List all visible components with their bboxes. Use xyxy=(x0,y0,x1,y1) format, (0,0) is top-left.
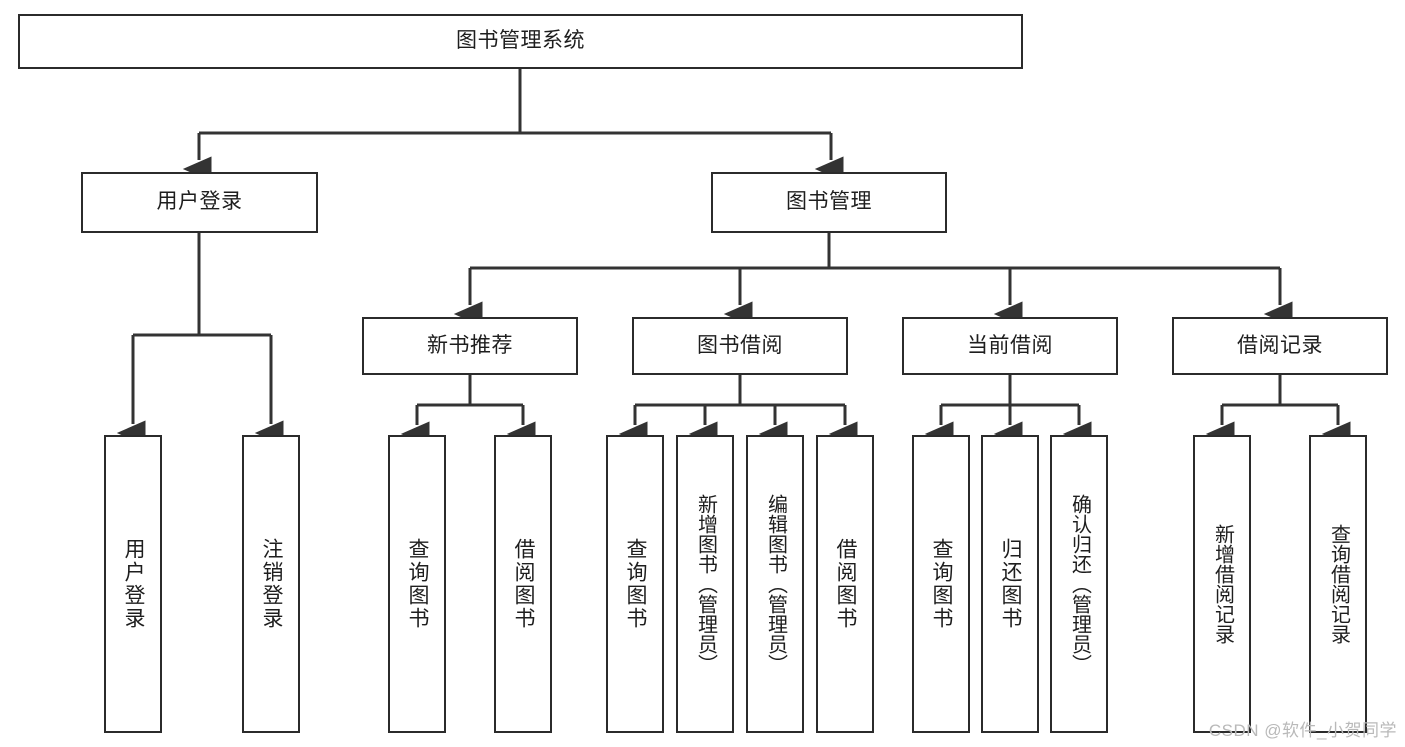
node-leaf-add-record-label: 新增借阅记录 xyxy=(1211,524,1234,644)
node-book-manage-label: 图书管理 xyxy=(786,190,872,214)
node-book-manage[interactable]: 图书管理 xyxy=(711,172,947,233)
node-leaf-query-book-2[interactable]: 查询图书 xyxy=(606,435,664,733)
node-leaf-logout[interactable]: 注销登录 xyxy=(242,435,300,733)
node-leaf-add-record[interactable]: 新增借阅记录 xyxy=(1193,435,1251,733)
node-leaf-borrow-book-1-label: 借阅图书 xyxy=(512,538,536,630)
node-new-book-recommend-label: 新书推荐 xyxy=(427,333,513,357)
node-leaf-confirm-return-label: 确认归还（管理员） xyxy=(1068,494,1091,674)
node-borrow-record-label: 借阅记录 xyxy=(1237,333,1323,357)
node-leaf-confirm-return[interactable]: 确认归还（管理员） xyxy=(1050,435,1108,733)
node-leaf-add-book-label: 新增图书（管理员） xyxy=(694,494,717,674)
node-leaf-add-book[interactable]: 新增图书（管理员） xyxy=(676,435,734,733)
csdn-watermark: CSDN @软件_小贺同学 xyxy=(1208,721,1397,740)
node-leaf-edit-book-label: 编辑图书（管理员） xyxy=(764,494,787,674)
node-book-borrow-label: 图书借阅 xyxy=(697,333,783,357)
node-borrow-record[interactable]: 借阅记录 xyxy=(1172,317,1388,375)
node-leaf-query-record-label: 查询借阅记录 xyxy=(1327,524,1350,644)
node-leaf-borrow-book-2[interactable]: 借阅图书 xyxy=(816,435,874,733)
node-leaf-borrow-book-1[interactable]: 借阅图书 xyxy=(494,435,552,733)
node-user-login[interactable]: 用户登录 xyxy=(81,172,318,233)
node-leaf-user-login[interactable]: 用户登录 xyxy=(104,435,162,733)
node-book-borrow[interactable]: 图书借阅 xyxy=(632,317,848,375)
node-leaf-query-book-2-label: 查询图书 xyxy=(624,538,648,630)
node-leaf-query-book-3[interactable]: 查询图书 xyxy=(912,435,970,733)
node-leaf-query-record[interactable]: 查询借阅记录 xyxy=(1309,435,1367,733)
node-leaf-borrow-book-2-label: 借阅图书 xyxy=(834,538,858,630)
node-leaf-query-book-1[interactable]: 查询图书 xyxy=(388,435,446,733)
node-new-book-recommend[interactable]: 新书推荐 xyxy=(362,317,578,375)
node-leaf-logout-label: 注销登录 xyxy=(260,538,284,630)
node-leaf-return-book-label: 归还图书 xyxy=(999,538,1023,630)
node-root[interactable]: 图书管理系统 xyxy=(18,14,1023,69)
node-leaf-query-book-1-label: 查询图书 xyxy=(406,538,430,630)
node-current-borrow[interactable]: 当前借阅 xyxy=(902,317,1118,375)
node-root-label: 图书管理系统 xyxy=(456,29,585,53)
node-leaf-return-book[interactable]: 归还图书 xyxy=(981,435,1039,733)
node-user-login-label: 用户登录 xyxy=(156,190,243,214)
node-leaf-query-book-3-label: 查询图书 xyxy=(930,538,954,630)
node-leaf-user-login-label: 用户登录 xyxy=(122,538,146,630)
node-leaf-edit-book[interactable]: 编辑图书（管理员） xyxy=(746,435,804,733)
node-current-borrow-label: 当前借阅 xyxy=(967,333,1053,357)
